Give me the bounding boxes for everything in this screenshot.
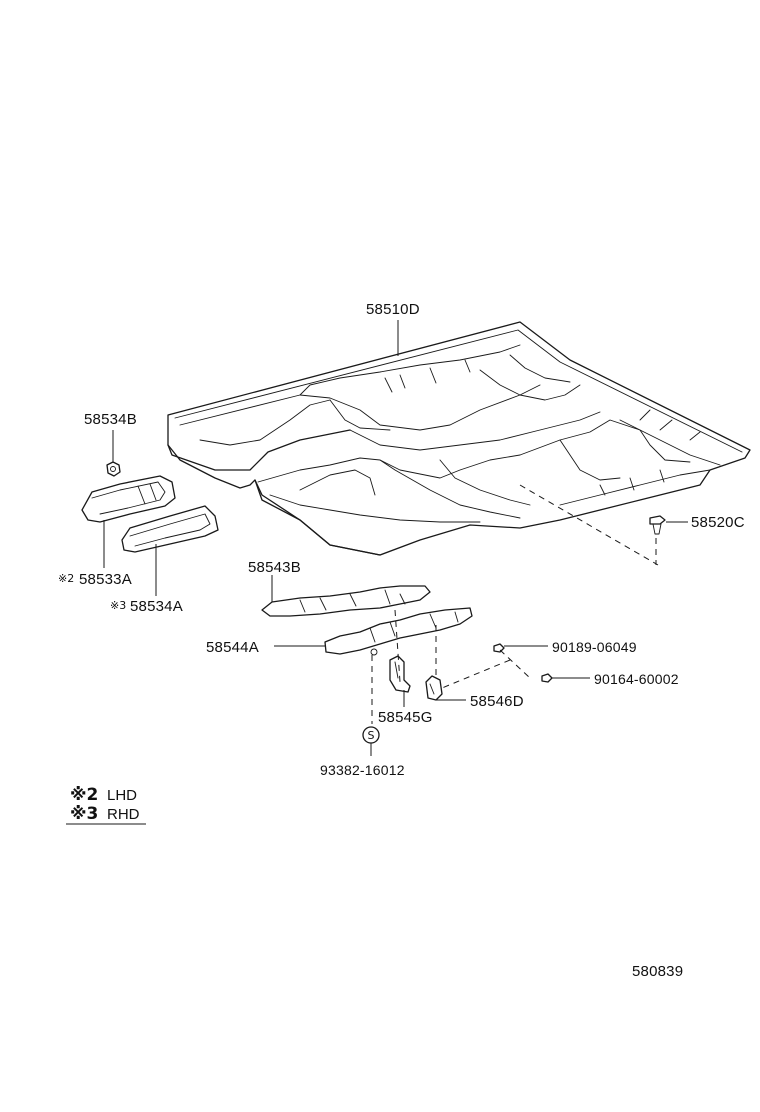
legend-mark-3: ※3 xyxy=(70,804,98,824)
label-58534b: 58534B xyxy=(84,411,137,428)
legend: ※2 LHD ※3 RHD xyxy=(66,785,146,825)
label-58520c: 58520C xyxy=(691,514,745,531)
s-symbol: S xyxy=(368,729,375,742)
label-58544a: 58544A xyxy=(206,639,259,656)
bolt-90189 xyxy=(493,643,548,653)
floor-pan-assembly xyxy=(167,320,751,556)
bolt-90164 xyxy=(541,673,590,683)
bracket-58534a xyxy=(121,505,219,596)
label-58534a: 58534A xyxy=(130,598,183,615)
legend-mark-2: ※2 xyxy=(70,785,98,805)
diagram-id: 580839 xyxy=(632,963,683,980)
mark-58533a: ※2 xyxy=(58,572,74,585)
label-90189: 90189-06049 xyxy=(552,639,637,655)
stud-93382: S xyxy=(362,726,380,756)
label-58545g: 58545G xyxy=(378,709,433,726)
member-58544a xyxy=(274,607,473,656)
label-90164: 90164-60002 xyxy=(594,671,679,687)
label-58546d: 58546D xyxy=(470,693,524,710)
clip-58534b xyxy=(106,430,121,477)
label-58533a: 58533A xyxy=(79,571,132,588)
bracket-58533a xyxy=(81,475,176,568)
plug-58520c xyxy=(519,484,688,566)
label-93382: 93382-16012 xyxy=(320,762,405,778)
label-58510d: 58510D xyxy=(366,301,420,318)
label-58543b: 58543B xyxy=(248,559,301,576)
legend-text-lhd: LHD xyxy=(107,787,137,804)
member-58543b xyxy=(261,575,431,617)
bracket-58546d xyxy=(425,675,466,701)
legend-text-rhd: RHD xyxy=(107,806,140,823)
mark-58534a: ※3 xyxy=(110,599,126,612)
bracket-58545g xyxy=(389,655,411,707)
